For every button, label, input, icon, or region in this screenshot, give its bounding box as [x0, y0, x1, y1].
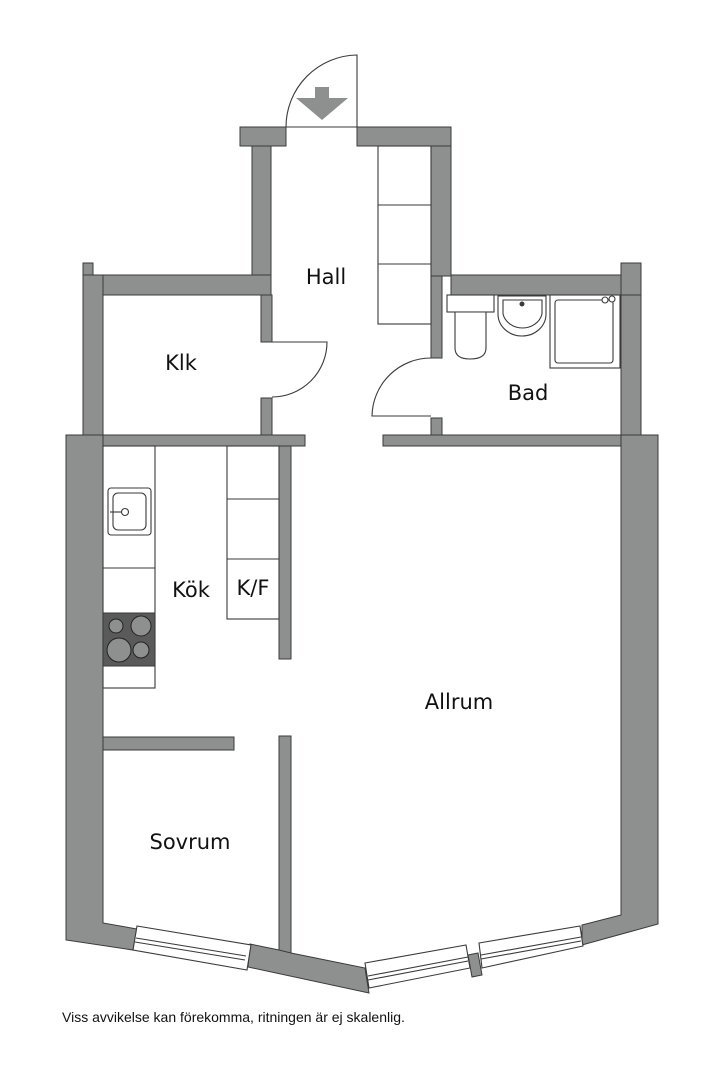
arrow-down-icon	[296, 87, 348, 120]
window-allrum-left	[364, 944, 471, 989]
window-sovrum	[132, 925, 252, 971]
room-label-klk: Klk	[165, 351, 197, 375]
sink-icon	[497, 295, 547, 337]
kitchen-sink-icon	[107, 487, 152, 536]
kitchen-counter	[102, 445, 156, 689]
hall-wardrobe	[377, 145, 432, 325]
bad-door	[371, 357, 432, 417]
window-allrum-right	[478, 925, 584, 969]
shower-icon	[549, 294, 621, 369]
windows	[132, 925, 584, 989]
room-label-hall: Hall	[305, 265, 347, 289]
entrance-door	[285, 54, 358, 128]
room-label-kf: K/F	[236, 576, 270, 600]
stove-icon	[102, 612, 156, 667]
bathroom-fixtures	[446, 294, 621, 369]
walls	[65, 126, 659, 994]
klk-door	[271, 341, 328, 398]
room-label-bad: Bad	[507, 381, 549, 405]
room-label-kok: Kök	[172, 578, 210, 602]
toilet-icon	[446, 294, 495, 360]
room-label-sovrum: Sovrum	[149, 830, 231, 854]
fridge-freezer	[226, 445, 280, 620]
room-label-allrum: Allrum	[424, 690, 494, 714]
disclaimer-note: Viss avvikelse kan förekomma, ritningen …	[62, 1009, 405, 1025]
